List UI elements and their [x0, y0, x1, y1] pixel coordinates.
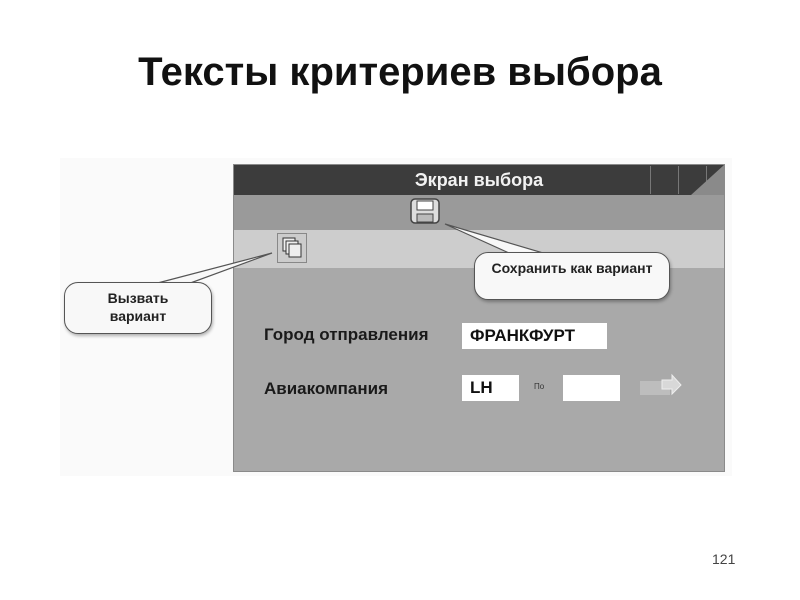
window-corner-icon	[691, 165, 724, 195]
slide-title: Тексты критериев выбора	[138, 50, 662, 94]
arrow-right-icon[interactable]	[640, 373, 682, 397]
window-title: Экран выбора	[414, 170, 544, 190]
application-toolbar	[234, 195, 724, 230]
departure-city-label: Город отправления	[264, 325, 429, 344]
airline-to-input[interactable]	[563, 375, 620, 401]
departure-city-input[interactable]: ФРАНКФУРТ	[462, 323, 607, 349]
window-control-button[interactable]	[650, 166, 678, 194]
save-variant-callout: Сохранить как вариант	[474, 252, 670, 300]
copy-pages-icon[interactable]	[277, 233, 307, 263]
page-number: 121	[712, 551, 736, 567]
to-label: По	[534, 382, 545, 391]
selection-screen-window: Экран выбора Город отправления ФРАНКФУРТ…	[233, 164, 725, 472]
title-bar: Экран выбора	[234, 165, 724, 195]
floppy-disk-icon[interactable]	[410, 198, 440, 224]
airline-label: Авиакомпания	[264, 379, 389, 398]
airline-from-input[interactable]: LH	[462, 375, 519, 401]
get-variant-callout: Вызвать вариант	[64, 282, 212, 334]
window-control-button[interactable]	[678, 166, 707, 194]
